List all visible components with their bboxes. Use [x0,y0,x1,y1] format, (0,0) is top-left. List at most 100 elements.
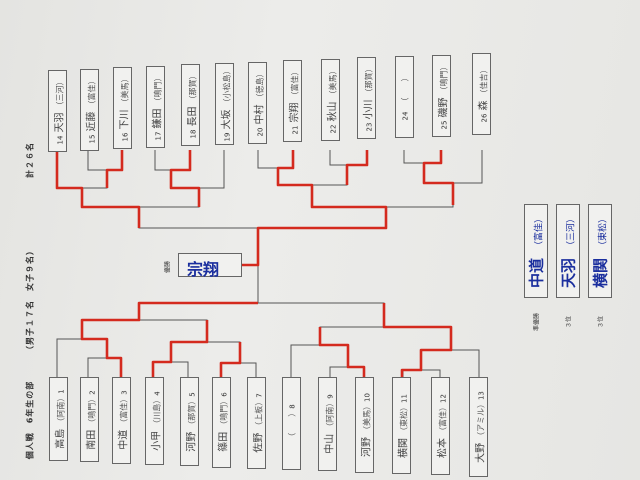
entry-box-21: 21 宗翔 （富佳） [283,60,302,143]
entry-text: 15近藤（富佳） [82,76,97,143]
entry-text: 16 下川 （美馬） [115,75,130,142]
entry-text: 17鎌田（鳴門） [148,73,163,140]
entry-number: 3 [120,390,128,396]
entry-box-19: 19大坂（小松島） [215,63,234,145]
entry-text: 18長田（那賀） [183,72,198,139]
result-name: 天羽 [559,258,578,289]
champion-name: 宗翔 [187,260,220,279]
path-entry-10 [318,327,366,377]
entry-text: 23小川（那賀） [359,65,374,132]
entry-affiliation: （富佳） [119,395,128,428]
entry-affiliation: （富佳） [438,403,447,436]
entry-affiliation: （三河） [55,77,64,110]
entry-name: 横関 [398,437,409,458]
result-label: ３位 [565,315,573,329]
path-entry-21 [242,150,388,267]
entry-number: 5 [188,391,196,397]
path-entry-23 [345,150,369,185]
entry-text: 25磯野（鳴門） [434,62,449,129]
entry-number: 14 [56,135,64,145]
result-label: ３位 [597,315,605,329]
result-box-3: 横関 （東松） [588,204,612,298]
entry-box-2: 南田 （鳴門）2 [80,377,99,463]
entry-affiliation: （佳吉） [479,65,488,98]
entry-affiliation: （富佳） [290,67,299,100]
entry-number: 10 [363,392,371,402]
entry-box-20: 20中村（徳島） [248,61,267,144]
result-name: 横関 [591,258,610,289]
entry-box-14: 14 天羽 （三河） [48,70,67,152]
entry-affiliation: （ ） [400,73,409,106]
entry-text: （ ）8 [286,404,297,443]
entry-name: 大野 [475,442,486,463]
entry-text: 19大坂（小松島） [217,67,232,142]
entry-number: 21 [291,125,299,135]
result-affiliation: （三河） [566,213,577,250]
entry-affiliation: （ ） [287,408,296,441]
path-entry-25 [422,150,455,205]
entry-box-13: 大野（アミル）13 [469,377,488,477]
entry-number: 22 [329,124,337,134]
entry-box-3: 中道（富佳）3 [112,377,131,464]
entry-box-6: 篠田 （鳴門）6 [212,377,231,468]
entry-text: 河野（美馬）10 [357,393,372,457]
entry-affiliation: （アミル） [476,399,485,440]
entry-name: 宗翔 [289,102,300,123]
entry-number: 2 [88,389,96,395]
entry-text: 小甲（川島）4 [147,391,162,450]
entry-number: 23 [365,122,373,132]
entry-name: 佐野 [253,432,264,453]
entry-box-22: 22秋山（美馬） [321,58,340,141]
entry-affiliation: （徳島） [255,69,264,102]
entry-name: 高島 [55,428,66,449]
entry-name: 河野 [186,431,197,452]
entry-affiliation: （鳴門） [219,396,228,429]
entry-affiliation: （阿南） [56,393,65,426]
entry-name: 磯野 [438,97,449,118]
entry-affiliation: （鳴門） [87,394,96,427]
path-entry-11 [382,303,453,377]
entry-name: 森 [478,100,489,111]
entry-box-15: 15近藤（富佳） [80,68,99,151]
entry-number: 16 [121,132,129,142]
entry-name: 下川 [119,109,130,130]
entry-text: 河野（那賀）5 [182,392,197,451]
entry-affiliation: （美馬） [120,74,129,107]
entry-box-16: 16 下川 （美馬） [113,67,132,150]
path-entry-18 [169,150,201,207]
entry-name: 天羽 [54,112,65,133]
winner-paths [55,150,455,377]
path-entry-14 [55,150,141,228]
entry-box-18: 18長田（那賀） [181,64,200,147]
entry-text: 篠田 （鳴門）6 [214,393,229,452]
entry-text: 22秋山（美馬） [323,66,338,133]
entry-box-5: 河野（那賀）5 [180,377,199,467]
path-entry-16 [105,150,124,188]
entry-affiliation: （東松） [399,402,408,435]
result-affiliation: （東松） [598,213,609,250]
entry-text: 横関（東松）11 [394,394,409,458]
entry-name: 小甲 [151,430,162,451]
entry-number: 6 [220,392,228,397]
entry-box-1: 高島 （阿南）1 [49,377,68,461]
entry-number: 12 [439,394,447,404]
entry-box-24: 24（ ） [395,56,414,138]
entry-number: 9 [326,394,334,399]
entry-text: 松本 （富佳）12 [433,394,448,458]
entry-name: 篠田 [218,431,229,452]
entry-name: 南田 [86,429,97,450]
result-text: 天羽 （三河） [558,214,579,288]
entry-affiliation: （上板） [254,397,263,430]
entry-affiliation: （那賀） [364,64,373,97]
entry-name: 松本 [437,438,448,459]
entry-number: 17 [154,131,162,141]
entry-number: 20 [256,127,264,137]
entry-name: 大坂 [221,109,232,130]
entry-name: 中山 [324,433,335,454]
entry-text: 21 宗翔 （富佳） [285,68,300,135]
entry-box-26: 26森（佳吉） [472,53,491,136]
result-affiliation: （富佳） [534,213,545,250]
entry-name: 秋山 [327,101,338,122]
entry-number: 1 [57,389,65,394]
bracket-base-lines [56,150,483,377]
